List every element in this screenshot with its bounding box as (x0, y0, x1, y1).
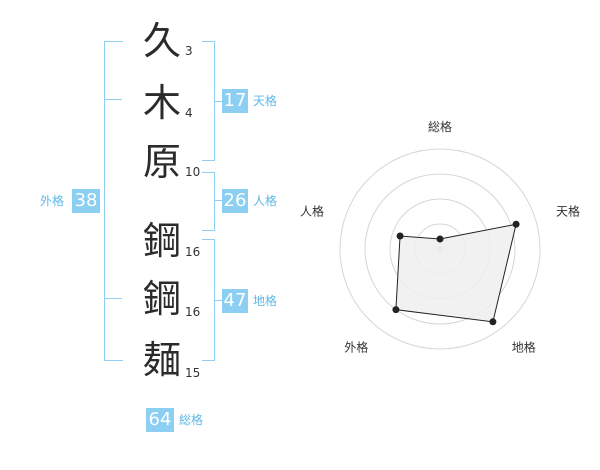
stroke-count-1: 3 (185, 44, 193, 58)
name-char-2: 木 (142, 81, 181, 125)
bracket-tick (104, 298, 122, 299)
name-char-6: 麺 (142, 338, 181, 382)
radar-point-3 (489, 318, 497, 326)
gaikaku-bracket (104, 41, 123, 361)
radar-axis-label: 天格 (556, 203, 580, 218)
gaikaku-label: 外格 (40, 194, 65, 208)
bracket-tick (104, 99, 122, 100)
radar-point-4 (392, 306, 400, 314)
radar-grid-ring (364, 173, 516, 325)
stroke-count-6: 15 (185, 366, 201, 380)
stroke-count-4: 16 (185, 245, 201, 259)
tenkaku-label: 天格 (253, 94, 278, 108)
name-char-1: 久 (142, 19, 181, 63)
soukaku-value: 64 (146, 408, 174, 432)
jinkaku-label: 人格 (253, 194, 278, 208)
jinkaku-bracket (202, 172, 215, 231)
radar-axis-label: 外格 (344, 340, 368, 355)
radar-point-5 (396, 232, 404, 240)
stroke-count-3: 10 (185, 165, 201, 179)
stroke-count-2: 4 (185, 106, 193, 120)
bracket-connector (214, 101, 222, 102)
bracket-connector (214, 300, 222, 301)
chikaku-label: 地格 (253, 294, 278, 308)
radar-series-area (395, 223, 517, 323)
stroke-count-5: 16 (185, 305, 201, 319)
bracket-connector (214, 200, 222, 201)
name-char-5: 鋼 (142, 277, 181, 321)
gaikaku-value: 38 (72, 189, 100, 213)
radar-grid-ring (339, 148, 541, 350)
jinkaku-value: 26 (222, 189, 248, 213)
chikaku-value: 47 (222, 289, 248, 313)
radar-point-2 (512, 220, 520, 228)
soukaku-label: 総格 (179, 413, 204, 427)
name-char-3: 原 (142, 140, 181, 184)
radar-axis-label: 総格 (428, 119, 452, 134)
name-char-4: 鋼 (142, 219, 181, 263)
radar-axis-label: 地格 (512, 340, 536, 355)
radar-point-1 (436, 235, 444, 243)
radar-axis-label: 人格 (300, 203, 324, 218)
tenkaku-value: 17 (222, 89, 248, 113)
